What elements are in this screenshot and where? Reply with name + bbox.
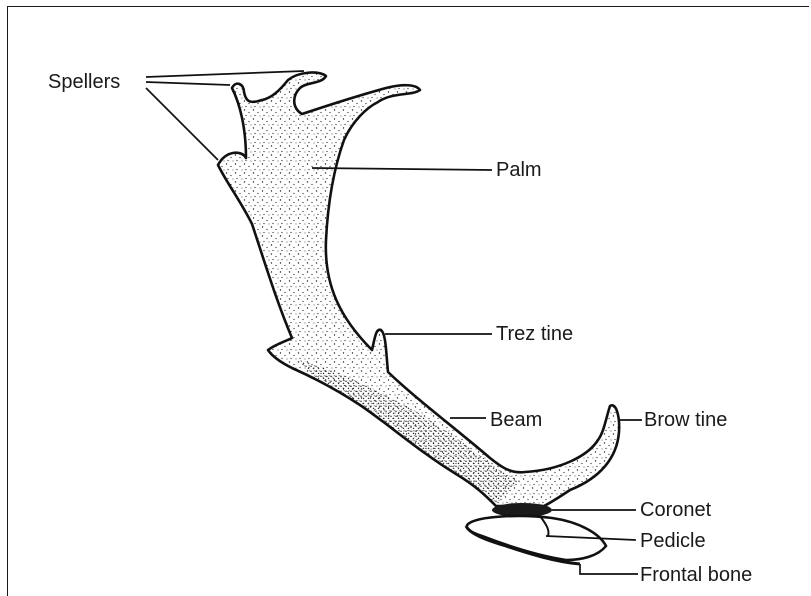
palm-leader (312, 168, 492, 170)
frontal-bone-leader (580, 564, 638, 574)
label-spellers: Spellers (48, 72, 120, 92)
label-beam: Beam (490, 410, 542, 430)
spellers-leader-3 (146, 88, 218, 160)
beam-shading (300, 360, 520, 506)
label-frontal-bone: Frontal bone (640, 565, 752, 585)
label-palm: Palm (496, 160, 542, 180)
label-brow-tine: Brow tine (644, 410, 727, 430)
spellers-leader-2 (146, 82, 230, 85)
label-coronet: Coronet (640, 500, 711, 520)
label-pedicle: Pedicle (640, 531, 706, 551)
spellers-leader-1 (146, 71, 304, 77)
label-trez-tine: Trez tine (496, 324, 573, 344)
